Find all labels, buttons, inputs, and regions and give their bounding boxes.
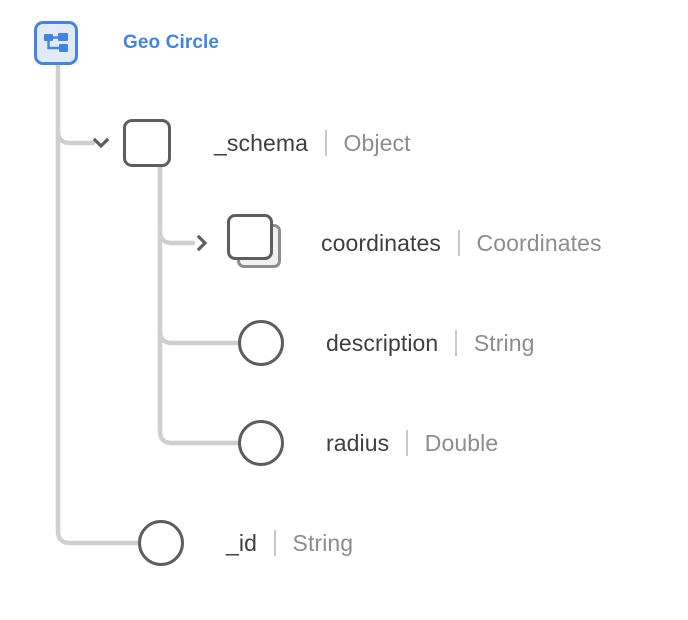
field-type: Coordinates: [476, 229, 602, 256]
leaf-circle-icon[interactable]: [138, 520, 184, 566]
array-stack-icon[interactable]: [227, 214, 285, 272]
description-labels: description String: [326, 330, 535, 357]
id-labels: _id String: [226, 530, 353, 557]
hierarchy-glyph: [44, 33, 68, 52]
root-title: Geo Circle: [123, 32, 220, 53]
field-type: Object: [343, 129, 411, 156]
tree-node-root[interactable]: Geo Circle: [34, 17, 219, 69]
connector-root-to-schema: [55, 128, 96, 146]
connector-schema-to-coordinates: [157, 228, 196, 246]
radius-labels: radius Double: [326, 430, 498, 457]
tree-node-id[interactable]: _id String: [138, 517, 353, 569]
tree-node-radius[interactable]: radius Double: [238, 417, 498, 469]
field-type: Double: [424, 429, 499, 456]
field-type: String: [292, 529, 354, 556]
label-divider: [274, 530, 276, 556]
label-divider: [325, 130, 327, 156]
array-stack-front: [227, 214, 273, 260]
tree-node-coordinates[interactable]: coordinates Coordinates: [193, 214, 602, 272]
field-type: String: [473, 329, 535, 356]
chevron-down-glyph: [93, 137, 109, 149]
leaf-circle-icon[interactable]: [238, 420, 284, 466]
tree-node-description[interactable]: description String: [238, 317, 535, 369]
tree-node-schema[interactable]: _schema Object: [92, 117, 411, 169]
field-name: description: [326, 329, 439, 356]
object-square-icon[interactable]: [123, 119, 171, 167]
coordinates-labels: coordinates Coordinates: [321, 230, 602, 257]
chevron-down-icon[interactable]: [92, 134, 110, 152]
field-name: _schema: [214, 129, 309, 156]
field-name: _id: [226, 529, 257, 556]
field-name: coordinates: [321, 229, 442, 256]
connector-schema-to-radius: [157, 164, 241, 446]
leaf-circle-icon[interactable]: [238, 320, 284, 366]
schema-labels: _schema Object: [214, 130, 411, 157]
label-divider: [455, 330, 457, 356]
chevron-right-glyph: [196, 235, 208, 251]
label-divider: [458, 230, 460, 256]
schema-hierarchy-icon[interactable]: [34, 21, 78, 65]
label-divider: [406, 430, 408, 456]
chevron-right-icon[interactable]: [193, 234, 211, 252]
field-name: radius: [326, 429, 390, 456]
connector-schema-to-description: [157, 328, 241, 346]
